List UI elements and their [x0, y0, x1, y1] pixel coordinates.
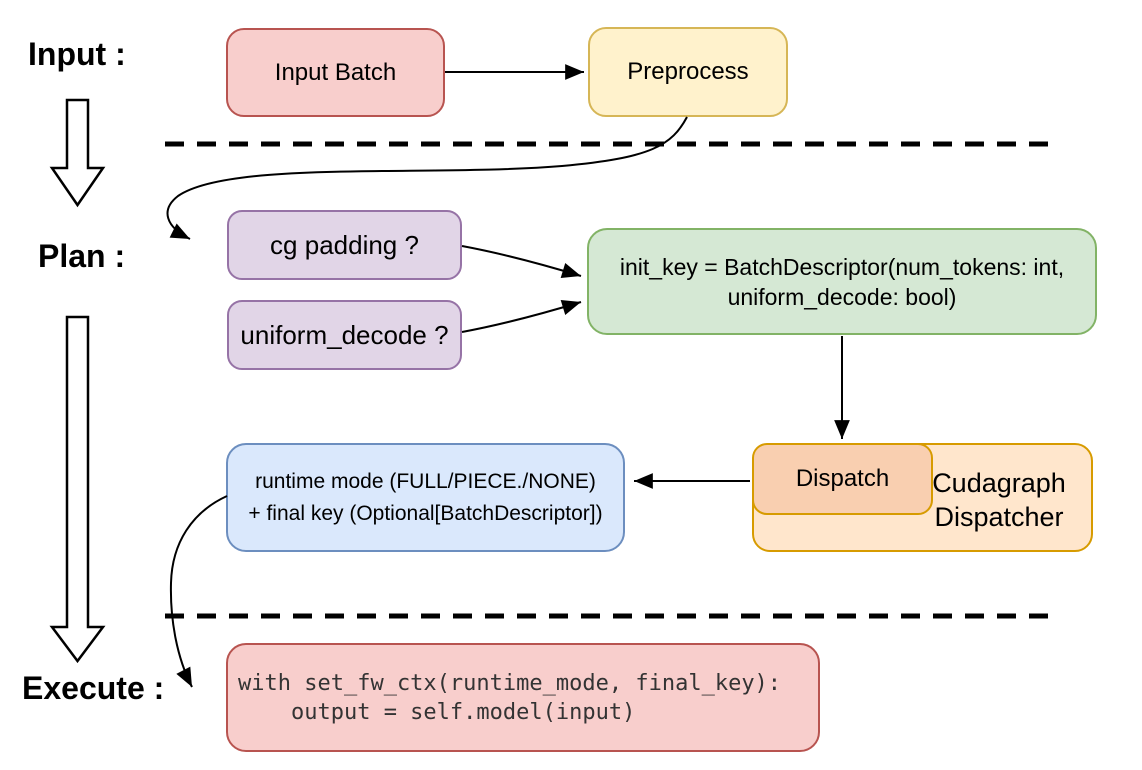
cg-padding-node: cg padding ? [227, 210, 462, 280]
preprocess-node: Preprocess [588, 27, 788, 117]
runtime-mode-node: runtime mode (FULL/PIECE./NONE) + final … [226, 443, 625, 552]
cudagraph-dispatcher-label-line2: Dispatcher [934, 501, 1064, 532]
edge-runtimemode-executecode [169, 495, 228, 688]
execute-code-node: with set_fw_ctx(runtime_mode, final_key)… [226, 643, 820, 752]
edge-cgpadding-initkey [461, 245, 582, 279]
phase-label-input: Input : [28, 36, 126, 72]
init-key-label-line2: uniform_decode: bool) [727, 283, 957, 310]
init-key-label-line1: init_key = BatchDescriptor(num_tokens: i… [619, 253, 1065, 280]
uniform-decode-label: uniform_decode ? [240, 319, 449, 350]
cg-padding-label: cg padding ? [270, 229, 419, 260]
execute-code-line2: output = self.model(input) [238, 699, 636, 725]
dispatch-label: Dispatch [795, 465, 890, 492]
cudagraph-dispatcher-label: Cudagraph Dispatcher [913, 462, 1091, 534]
uniform-decode-node: uniform_decode ? [227, 300, 462, 370]
input-batch-node: Input Batch [226, 28, 445, 117]
phase-label-plan: Plan : [38, 238, 126, 274]
preprocess-label: Preprocess [627, 58, 749, 85]
cudagraph-dispatcher-label-line1: Cudagraph [932, 467, 1066, 498]
input-batch-label: Input Batch [274, 58, 397, 86]
phase-label-execute: Execute : [22, 670, 165, 706]
phase-arrow-plan-execute-icon [49, 315, 106, 664]
execute-code-line1: with set_fw_ctx(runtime_mode, final_key)… [238, 670, 782, 696]
phase-arrow-input-plan-icon [49, 98, 106, 208]
init-key-node: init_key = BatchDescriptor(num_tokens: i… [587, 228, 1097, 335]
edge-uniformdecode-initkey [461, 299, 582, 333]
runtime-mode-label-line2: + final key (Optional[BatchDescriptor]) [248, 501, 603, 525]
runtime-mode-label-line1: runtime mode (FULL/PIECE./NONE) [255, 469, 596, 493]
dispatch-node: Dispatch [752, 443, 933, 515]
